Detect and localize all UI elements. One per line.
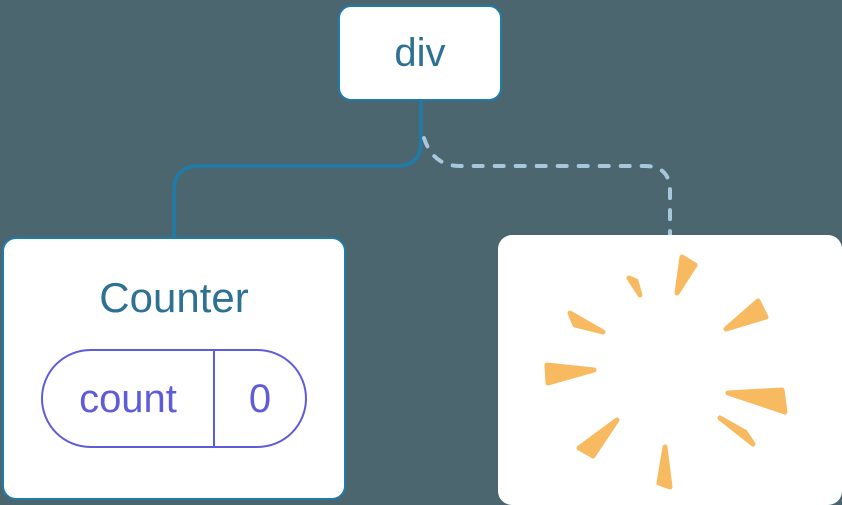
poof-icon — [544, 254, 788, 490]
root-node: div — [338, 5, 502, 101]
state-pill: count 0 — [41, 349, 307, 449]
removed-node — [498, 235, 842, 505]
root-node-label: div — [394, 31, 446, 75]
counter-title: Counter — [99, 274, 249, 321]
edge-dashed — [422, 136, 672, 239]
state-key-cell: count — [43, 351, 215, 447]
state-value-cell: 0 — [215, 351, 305, 446]
state-value: 0 — [248, 376, 272, 421]
edge-solid — [172, 97, 423, 241]
counter-node: Counter count 0 — [2, 237, 346, 500]
state-key-label: count — [79, 376, 177, 421]
